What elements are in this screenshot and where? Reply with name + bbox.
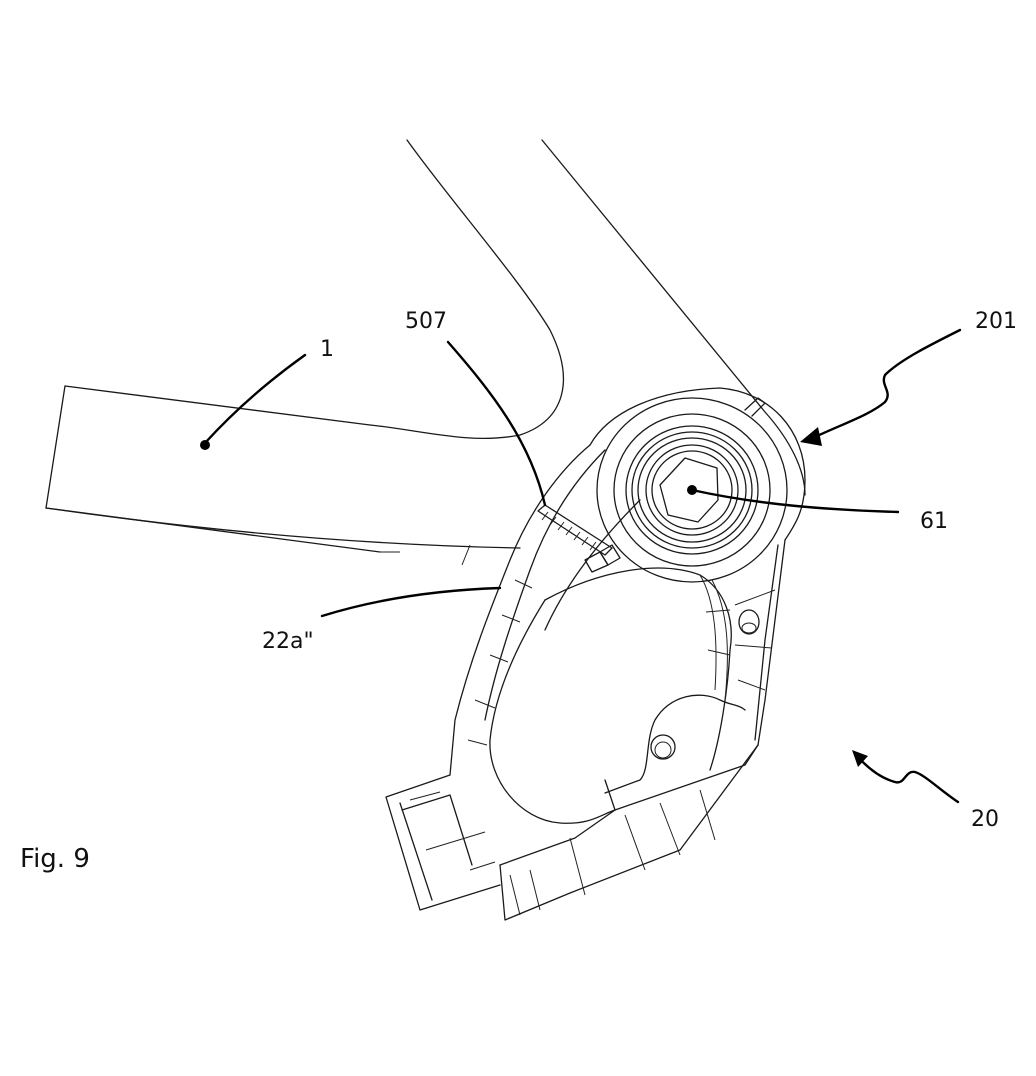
leader-22a (320, 586, 502, 618)
arrowhead-20 (852, 750, 868, 767)
label-507: 507 (405, 309, 447, 334)
leader-dot-1 (200, 440, 210, 450)
label-20: 20 (971, 807, 999, 832)
hex-bolt-head (659, 457, 719, 523)
label-61: 61 (920, 509, 948, 534)
leader-61 (690, 488, 900, 514)
leader-1 (203, 353, 307, 445)
leader-507 (446, 340, 547, 507)
figure-caption: Fig. 9 (20, 844, 90, 874)
label-201: 201 (975, 309, 1017, 334)
arrowhead-201 (800, 427, 822, 446)
axle-boss (596, 397, 788, 583)
arrow-201 (813, 328, 962, 439)
screw-507 (537, 504, 621, 573)
leaders (200, 328, 962, 804)
leader-dot-61 (687, 485, 697, 495)
label-22a: 22a" (262, 629, 314, 654)
dropout-body (449, 387, 806, 824)
frame-tube-1 (45, 385, 521, 566)
arrow-20 (856, 755, 960, 804)
label-1: 1 (320, 337, 334, 362)
lower-foot-block (385, 579, 759, 921)
